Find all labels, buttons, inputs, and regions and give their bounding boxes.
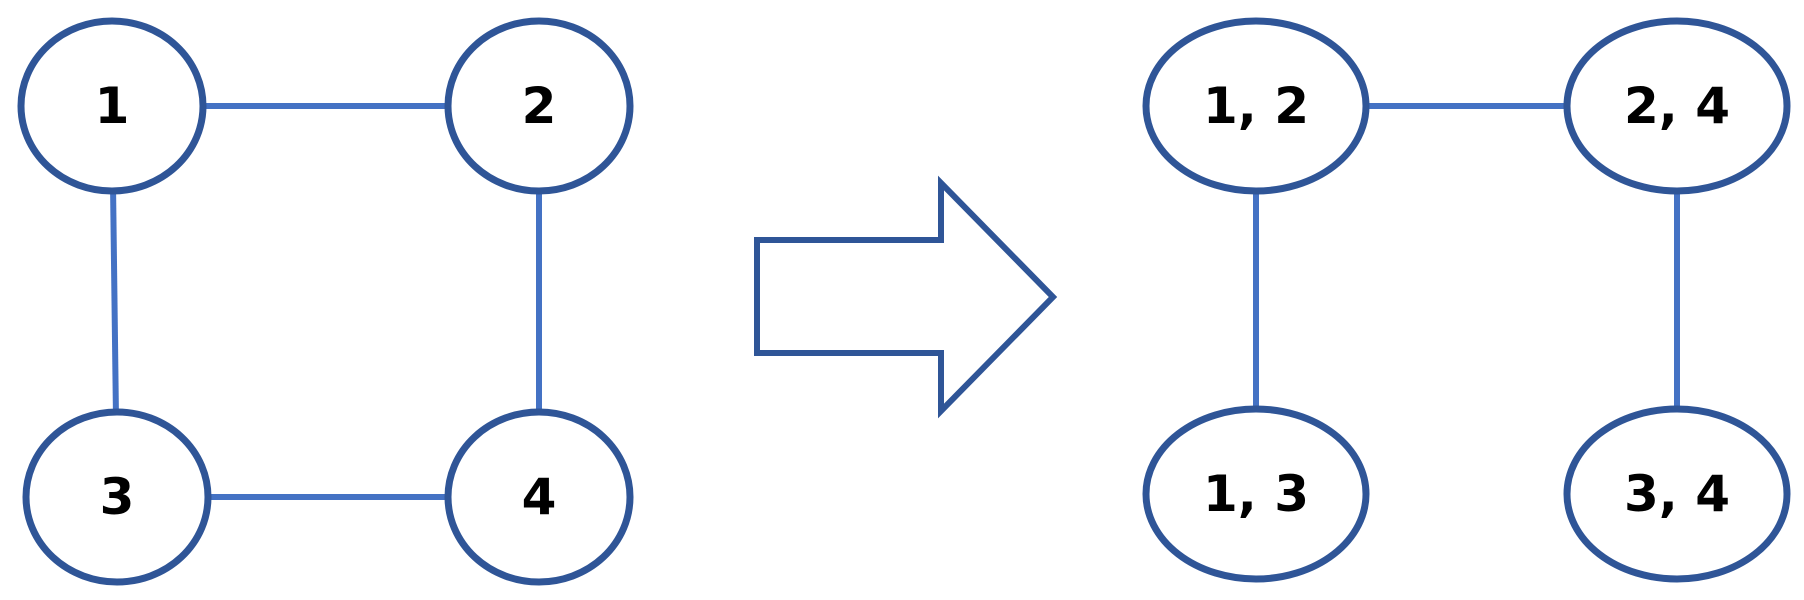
line-graph-node-circle	[1563, 405, 1791, 583]
line-graph-nodes: 1, 2 2, 4 1, 3 3, 4	[1142, 17, 1791, 583]
line-graph-node-e12: 1, 2	[1142, 17, 1370, 195]
graph-node-label: 4	[522, 468, 557, 526]
line-graph-node-e13: 1, 3	[1142, 405, 1370, 583]
graph-node-circle	[444, 408, 634, 586]
graph-node-n1: 1	[17, 17, 207, 195]
graph-node-circle	[444, 17, 634, 195]
line-graph-node-e34: 3, 4	[1563, 405, 1791, 583]
line-graph-node-label: 2, 4	[1624, 77, 1730, 135]
graph-node-label: 2	[522, 77, 557, 135]
graph-node-label: 1	[95, 77, 130, 135]
graph-node-n4: 4	[444, 408, 634, 586]
line-graph-node-e24: 2, 4	[1563, 17, 1791, 195]
line-graph-node-circle	[1142, 405, 1370, 583]
original-graph: 1 2 3 4	[17, 17, 634, 586]
right-arrow-icon	[754, 175, 1058, 419]
line-graph-node-label: 1, 3	[1203, 465, 1309, 523]
graph-node-circle	[22, 408, 212, 586]
graph-node-circle	[17, 17, 207, 195]
line-graph-node-circle	[1563, 17, 1791, 195]
original-graph-nodes: 1 2 3 4	[17, 17, 634, 586]
graph-node-label: 3	[100, 468, 135, 526]
line-graph-node-circle	[1142, 17, 1370, 195]
line-graph-node-label: 1, 2	[1203, 77, 1309, 135]
graph-node-n3: 3	[22, 408, 212, 586]
line-graph-node-label: 3, 4	[1624, 465, 1730, 523]
line-graph: 1, 2 2, 4 1, 3 3, 4	[1142, 17, 1791, 583]
graph-node-n2: 2	[444, 17, 634, 195]
